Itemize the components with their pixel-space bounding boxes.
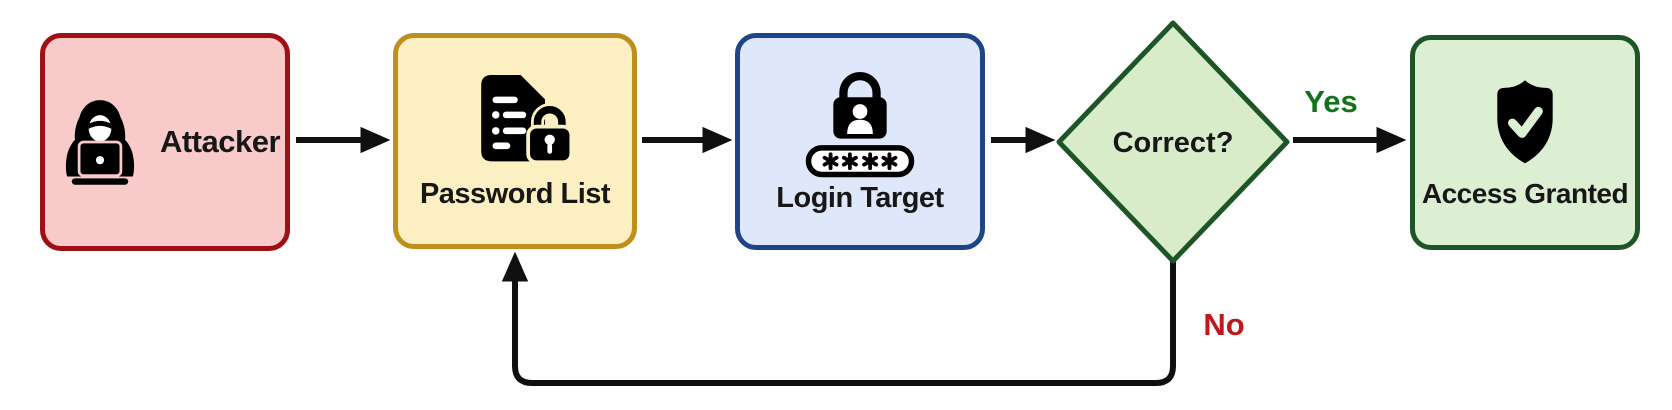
access-granted-node: Access Granted [1410,35,1640,250]
login-target-node: Login Target [735,33,985,250]
no-label: No [1203,307,1244,342]
hacker-at-laptop-icon [65,100,135,185]
login-target-label: Login Target [776,182,944,214]
lock-user-password-icon [805,71,915,178]
yes-label: Yes [1304,84,1357,119]
password-list-label: Password List [419,178,611,210]
attacker-node: Attacker [40,33,290,251]
access-granted-label: Access Granted [1421,177,1629,209]
attacker-label: Attacker [159,124,281,159]
shield-check-icon [1497,79,1553,163]
document-lock-icon [481,74,574,165]
password-list-node: Password List [393,33,637,249]
decision-label: Correct? [1113,127,1234,159]
decision-diamond [1056,20,1290,264]
arrow-decision-to-password-list [501,251,1176,386]
